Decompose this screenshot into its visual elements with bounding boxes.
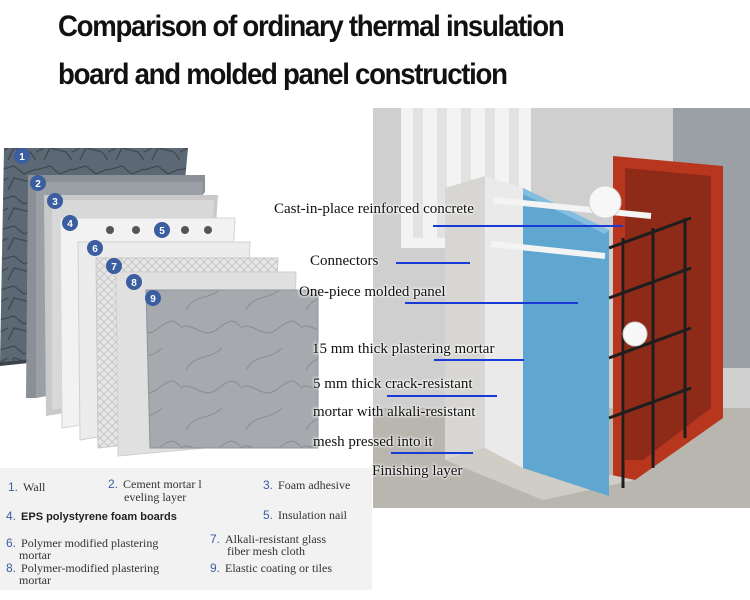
annotation-crack-line-3: mesh pressed into it [313, 434, 433, 450]
legend-item-7-line-2: fiber mesh cloth [227, 544, 305, 558]
blue-foam-panel [485, 176, 609, 496]
legend-item-7: 7.Alkali-resistant glass [210, 532, 326, 546]
svg-text:6: 6 [92, 244, 98, 255]
legend-item-2-line-2: eveling layer [124, 490, 187, 504]
underline-mesh [391, 452, 473, 454]
layer-number-7: 7 [106, 258, 122, 274]
layer-number-6: 6 [87, 240, 103, 256]
legend-item-8: 8.Polymer-modified plastering [6, 561, 160, 575]
svg-text:1: 1 [19, 152, 25, 163]
legend-panel [0, 468, 372, 590]
legend-item-1: 1.Wall [8, 480, 46, 494]
legend-item-6: 6.Polymer modified plastering [6, 536, 159, 550]
svg-text:2: 2 [35, 179, 41, 190]
legend-item-9: 9.Elastic coating or tiles [210, 561, 332, 575]
annotation-crack-line-2: mortar with alkali-resistant [313, 404, 476, 420]
underline-crack [387, 395, 497, 397]
legend-item-3: 3.Foam adhesive [263, 478, 351, 492]
annotation-concrete: Cast-in-place reinforced concrete [274, 201, 474, 217]
layer-finish-coating [145, 289, 319, 449]
legend-item-4: 4.EPS polystyrene foam boards [6, 509, 177, 523]
molded-panel-photo [373, 108, 750, 508]
annotation-connectors: Connectors [310, 253, 379, 269]
annotation-finish: Finishing layer [372, 463, 463, 479]
rebar-cage [608, 216, 692, 488]
legend-item-6-line-2: mortar [19, 548, 51, 562]
annotation-panel: One-piece molded panel [299, 284, 446, 300]
layer-number-8: 8 [126, 274, 142, 290]
legend-item-2: 2.Cement mortar l [108, 477, 202, 491]
svg-text:5: 5 [159, 226, 165, 237]
underline-plaster [434, 359, 524, 361]
svg-text:9: 9 [150, 294, 156, 305]
title-line-2: board and molded panel construction [58, 58, 508, 91]
svg-text:4: 4 [67, 219, 73, 230]
layer-number-1: 1 [14, 148, 30, 164]
annotation-crack-line-1: 5 mm thick crack-resistant [313, 376, 473, 392]
layer-number-9: 9 [145, 290, 161, 306]
legend-item-5: 5.Insulation nail [263, 508, 348, 522]
annotation-plaster: 15 mm thick plastering mortar [312, 341, 495, 357]
layer-number-5: 5 [154, 222, 170, 238]
connector-icon [490, 185, 652, 347]
underline-concrete [433, 225, 623, 227]
svg-text:3: 3 [52, 197, 58, 208]
title-line-1: Comparison of ordinary thermal insulatio… [58, 10, 565, 43]
underline-connectors [396, 262, 470, 264]
legend-item-8-line-2: mortar [19, 573, 51, 587]
layer-number-3: 3 [47, 193, 63, 209]
layer-number-4: 4 [62, 215, 78, 231]
svg-text:7: 7 [111, 262, 117, 273]
underline-panel [405, 302, 578, 304]
layer-stack-diagram: 1 2 3 4 5 6 7 8 9 [0, 148, 319, 457]
svg-text:8: 8 [131, 278, 137, 289]
layer-number-2: 2 [30, 175, 46, 191]
